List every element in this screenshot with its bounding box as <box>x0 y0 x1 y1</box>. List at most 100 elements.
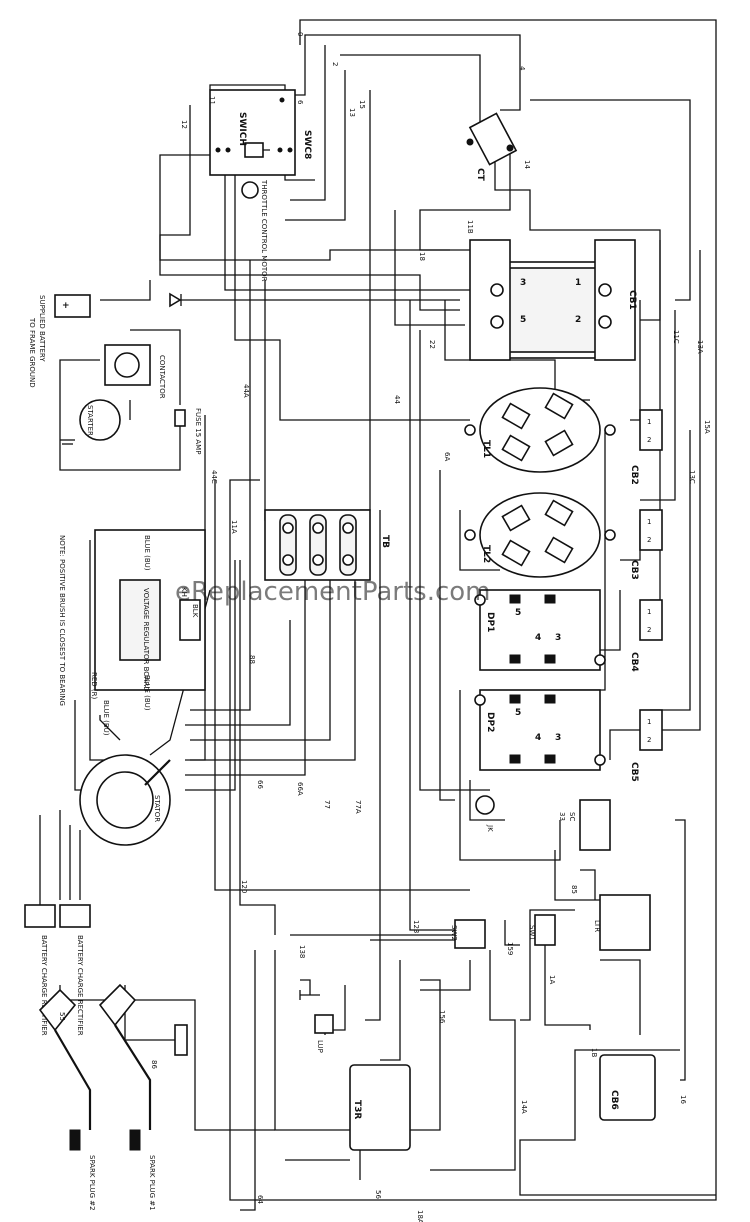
wire-label: 18 <box>418 252 426 261</box>
wire-label: 14 <box>523 160 531 169</box>
svg-text:5: 5 <box>515 608 521 618</box>
wire-label: 66A <box>296 782 304 796</box>
battery-symbol <box>54 294 91 318</box>
starter-group: STARTER <box>79 399 121 441</box>
battery-label: SUPPLIED BATTERY <box>38 295 46 362</box>
switch-assembly: SWICH SWC8 THROTTLE CONTROL MOTOR <box>209 89 312 282</box>
wire-label: 1A <box>548 975 556 984</box>
voltage-regulator-label: VOLTAGE REGULATOR BOARD <box>142 588 150 692</box>
cb2-label: CB2 <box>629 465 639 485</box>
wire-label: 13A <box>696 340 704 354</box>
wire-label: 56 <box>374 1190 382 1199</box>
blue-top-label: BLUE (BU) <box>143 535 151 571</box>
wire-label: 11 <box>208 96 216 105</box>
voltage-regulator-board <box>119 579 161 661</box>
fuse-label: FUSE 15 AMP <box>194 408 202 454</box>
spark-plug-1-label: SPARK PLUG #1 <box>148 1155 156 1211</box>
svg-text:5: 5 <box>515 708 521 718</box>
wire-label: 2 <box>331 62 339 66</box>
sw2-component: SW2 <box>450 919 486 949</box>
t3r-component: T3R <box>349 1064 411 1151</box>
starter-label: STARTER <box>86 405 94 436</box>
dp1-body <box>479 589 601 671</box>
frame-ground-label: TO FRAME GROUND <box>28 317 36 388</box>
cb4-breaker: 12 CB4 <box>629 599 663 672</box>
cb3-breaker: 12 CB3 <box>629 509 663 580</box>
cb5-label: CB5 <box>629 762 639 782</box>
ct-component: CT <box>466 112 518 182</box>
wire-label: 77A <box>354 800 362 814</box>
cb1-label: CB1 <box>627 290 637 310</box>
wire-label: 138 <box>298 945 306 958</box>
wire-label: 14A <box>520 1100 528 1114</box>
svg-text:+: + <box>62 301 70 311</box>
wire-label: 15 <box>358 100 366 109</box>
blue-mid-label: BLUE (BU) <box>102 700 110 736</box>
tl1-body <box>479 387 601 473</box>
wire-label: 66 <box>256 780 264 789</box>
svg-text:1: 1 <box>647 518 651 526</box>
wire-label: 12 <box>180 120 188 129</box>
wire-label: 6 <box>296 100 304 105</box>
ignition-coil-2 <box>38 988 77 1032</box>
contactor-label: CONTACTOR <box>158 355 166 399</box>
spark-plug-2-symbol <box>69 1129 81 1151</box>
brush-note: NOTE: POSITIVE BRUSH IS CLOSEST TO BEARI… <box>58 535 66 706</box>
ground-symbols <box>60 439 301 1000</box>
ignition-coil-1 <box>98 983 137 1027</box>
jk-component: JK <box>475 795 495 832</box>
wire-label: 85 <box>570 885 578 894</box>
wire-label: 15A <box>703 420 711 434</box>
wire-label: 86 <box>150 1060 158 1069</box>
wire-label: 11A <box>230 520 238 534</box>
spark-plug-group: SPARK PLUG #2 SPARK PLUG #1 <box>38 983 188 1211</box>
sw2-label: SW2 <box>450 925 458 941</box>
fuse-group: FUSE 15 AMP <box>174 408 202 454</box>
diode-group <box>169 292 182 308</box>
tb-label: TB <box>380 535 390 548</box>
wire-label: 123 <box>412 920 420 933</box>
blue-bottom-label: BLUE (BU) <box>143 675 151 711</box>
contactor-group: CONTACTOR <box>104 344 166 399</box>
wire-network <box>34 19 717 1211</box>
wire-label: 13 <box>348 108 356 117</box>
tl1-terminal: TL1 <box>464 387 616 473</box>
switch-box <box>209 89 296 176</box>
rectifier-2 <box>59 904 91 928</box>
throttle-label: THROTTLE CONTROL MOTOR <box>260 179 268 282</box>
blk-label: BLK <box>191 604 199 618</box>
spark-plug-2-label: SPARK PLUG #2 <box>88 1155 96 1211</box>
tl2-body <box>479 492 601 578</box>
wire-label: 13C <box>688 470 696 484</box>
wire-label: 6A <box>443 452 451 461</box>
ct-label: CT <box>475 168 485 182</box>
wire-label: 120 <box>240 880 248 893</box>
starter-motor-symbol <box>79 399 121 441</box>
svg-text:2: 2 <box>647 626 651 634</box>
cb4-label: CB4 <box>629 652 639 672</box>
ltr-component: LTR <box>593 894 651 951</box>
rectifier-1-label: BATTERY CHARGE RECTIFIER <box>40 935 48 1036</box>
svg-text:3: 3 <box>520 278 526 288</box>
svg-text:5: 5 <box>520 315 526 325</box>
cb3-label: CB3 <box>629 560 639 580</box>
sw1-label: SW1 <box>528 925 536 941</box>
ltr-label: LTR <box>593 920 601 932</box>
wire-label: 11C <box>672 330 680 344</box>
wire-label: 44A <box>242 384 250 398</box>
switch-label: SWICH <box>237 112 247 146</box>
switch-c-label: SWC8 <box>302 130 312 159</box>
wire-label: 11B <box>466 220 474 234</box>
wire-label: 156 <box>438 1010 446 1024</box>
voltage-regulator-group: VOLTAGE REGULATOR BOARD BLK KH BLUE (BU)… <box>58 529 206 736</box>
spark-plug-1-symbol <box>129 1129 141 1151</box>
throttle-motor-symbol <box>241 181 259 199</box>
cb1-breaker: 3 5 1 2 CB1 <box>469 239 637 361</box>
svg-text:2: 2 <box>647 736 651 744</box>
dp2-label: DP2 <box>485 712 495 732</box>
stator-label: STATOR <box>153 795 161 822</box>
wire-label: 159 <box>506 942 514 955</box>
fuse-symbol <box>174 409 186 427</box>
